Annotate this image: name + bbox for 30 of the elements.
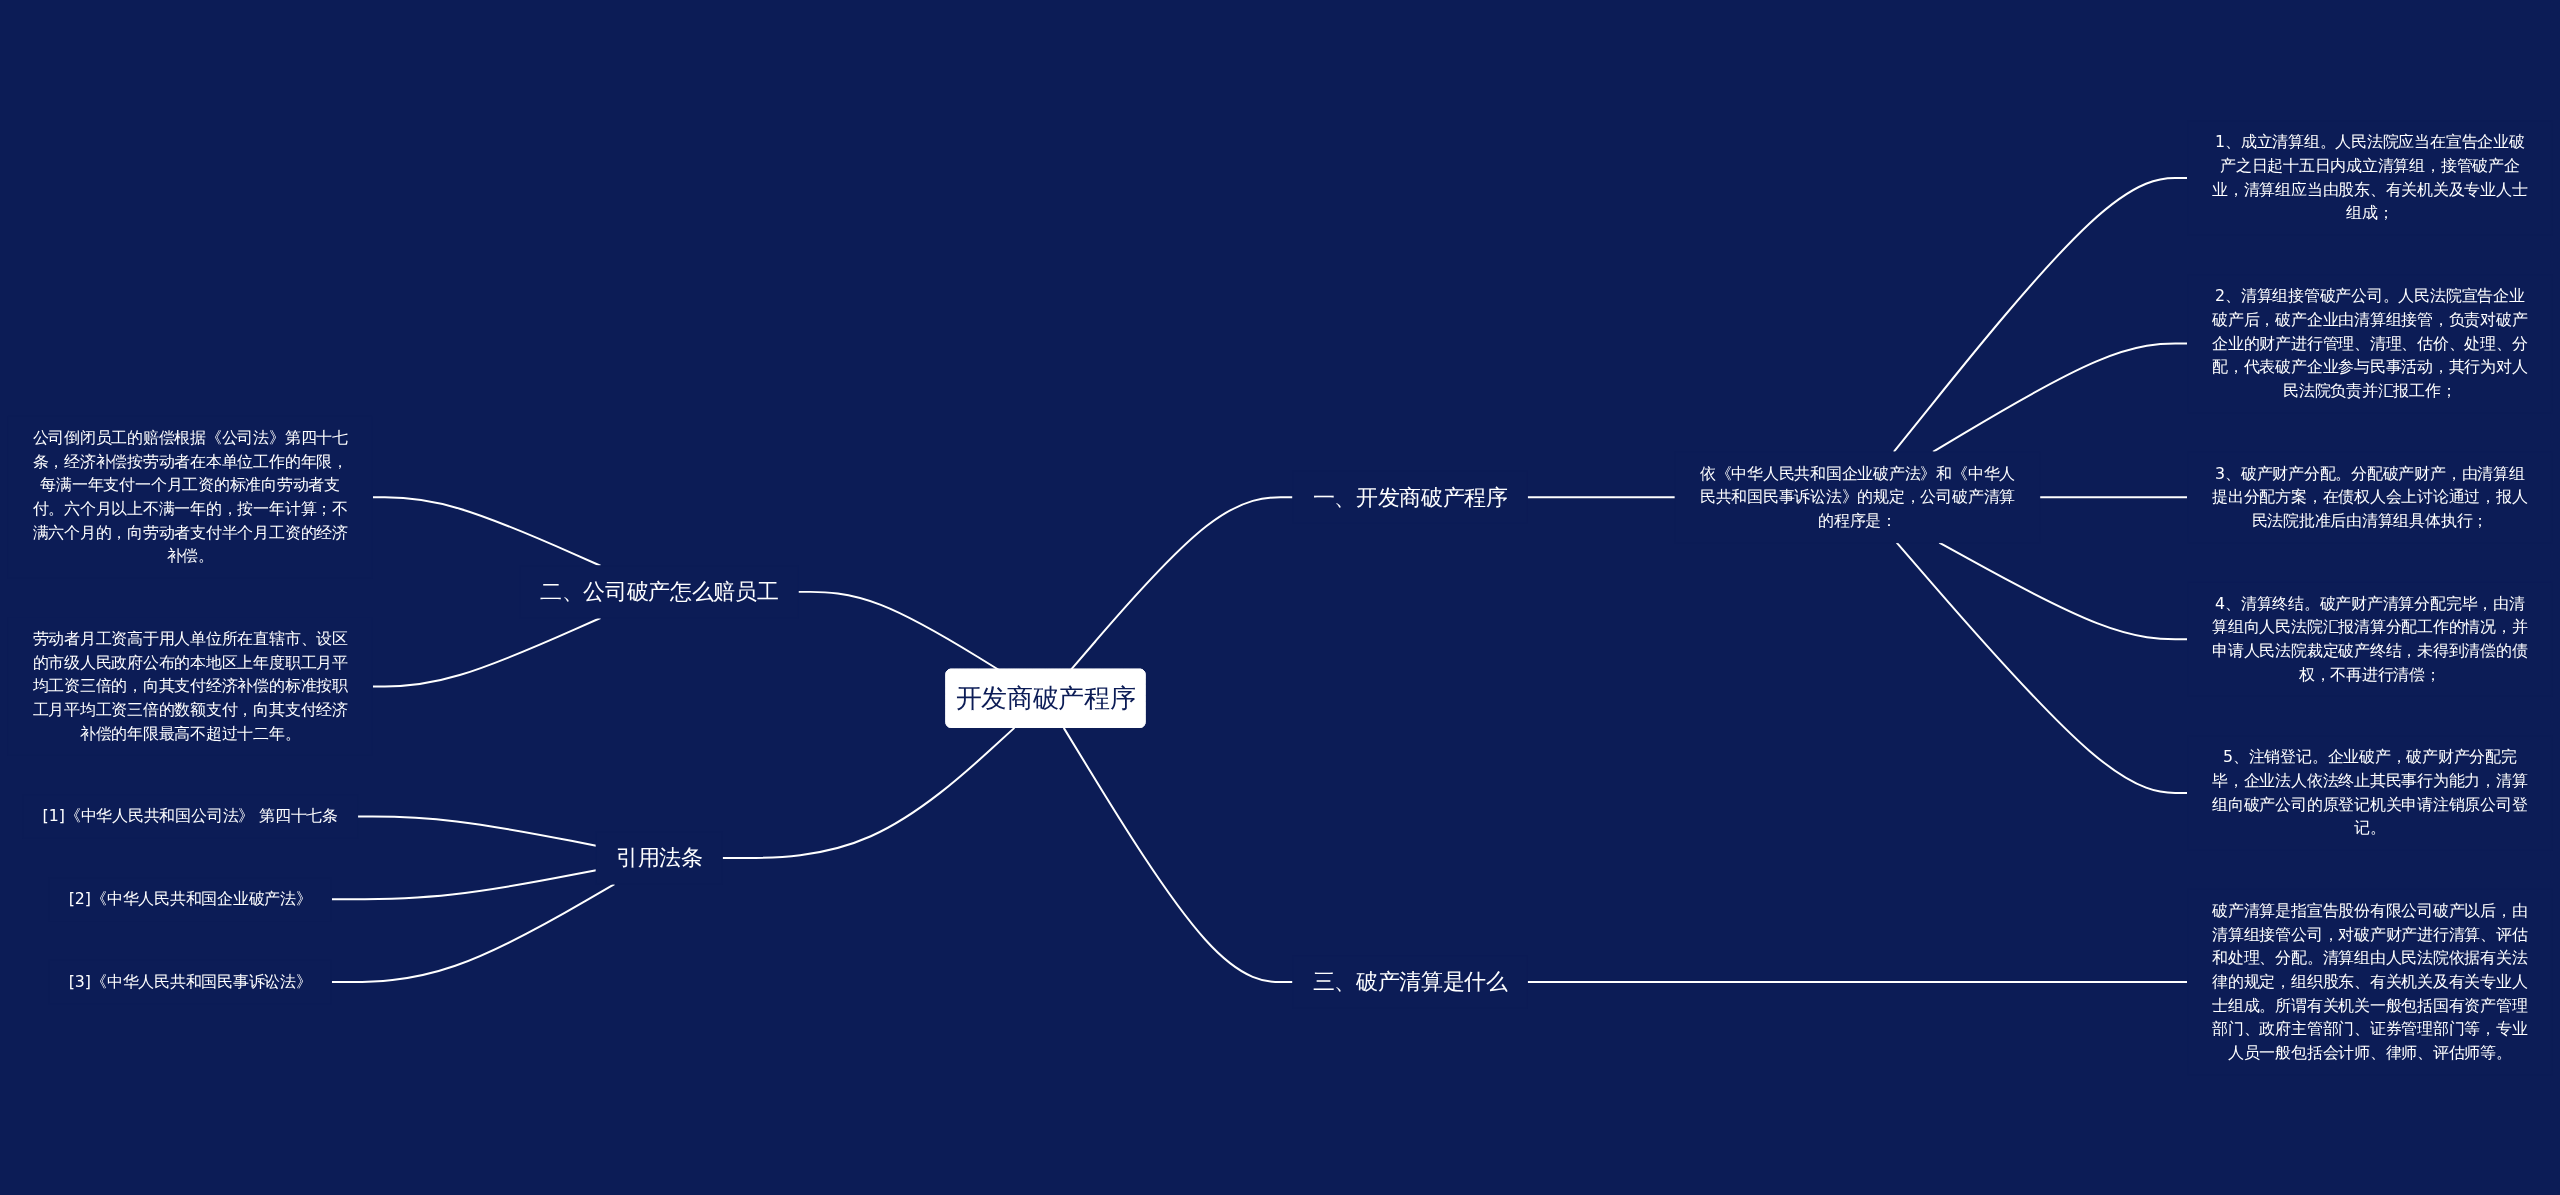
connector	[330, 882, 616, 983]
node-text: 破产清算是指宣告股份有限公司破产以后，由清算组接管公司，对破产财产进行清算、评估和处理、分配。清算组由人民法院依据有关法律的规定，组织股东、有关机关及有关专业人士组成。所谓有关机关一般包括国有资产管理部门、政府主管部门、证券管理部门等，专业人员一般包括会计师、律师、评估师等。	[2212, 900, 2528, 1062]
node-text: 引用法条	[615, 845, 703, 870]
node-text: 依《中华人民共和国企业破产法》和《中华人民共和国民事诉讼法》的规定，公司破产清算的程序是：	[1699, 463, 2016, 530]
node-text: 劳动者月工资高于用人单位所在直辖市、设区的市级人民政府公布的本地区上年度职工月平均工资三倍的，向其支付经济补偿的标准按职工月平均工资三倍的数额支付，向其支付经济补偿的年限最高不超过十二年。	[32, 629, 348, 743]
connector	[1938, 541, 2189, 640]
node-text: 三、破产清算是什么	[1312, 969, 1508, 995]
connector	[356, 815, 598, 847]
node-text: [1]《中华人民共和国公司法》 第四十七条	[42, 806, 338, 826]
node-text: 5、注销登记。企业破产，破产财产分配完毕，企业法人依法终止其民事行为能力，清算组向破产公司的原登记机关申请注销原公司登记。	[2212, 747, 2528, 837]
node-text: 3、破产财产分配。分配破产财产，由清算组提出分配方案，在债权人会上讨论通过，报人民法院批准后由清算组具体执行；	[2212, 463, 2528, 530]
node-text: 1、成立清算组。人民法院应当在宣告企业破产之日起十五日内成立清算组，接管破产企业，清算组应当由股东、有关机关及专业人士组成；	[2212, 132, 2528, 223]
connector	[1932, 342, 2189, 453]
connector	[2038, 496, 2189, 498]
node-text: 4、清算终结。破产财产清算分配完毕，由清算组向人民法院汇报清算分配工作的情况，并申请人民法院裁定破产终结，未得到清偿的债权，不再进行清偿；	[2212, 593, 2528, 684]
node-text: [2]《中华人民共和国企业破产法》	[68, 889, 312, 908]
connector	[330, 868, 598, 900]
node-text: 一、开发商破产程序	[1312, 484, 1508, 510]
node-text: 2、清算组接管破产公司。人民法院宣告企业破产后，破产企业由清算组接管，负责对破产企业的财产进行管理、清理、估价、处理、分配，代表破产企业参与民事活动，其行为对人民法院负责并汇报工作；	[2212, 286, 2528, 400]
node-text: 公司倒闭员工的赔偿根据《公司法》第四十七条，经济补偿按劳动者在本单位工作的年限，每满一年支付一个月工资的标准向劳动者支付。六个月以上不满一年的，按一年计算；不满六个月的，向劳动者支付半个月工资的经济补偿。	[32, 428, 348, 565]
connector	[1895, 541, 2189, 794]
connector	[721, 726, 1016, 859]
connector	[371, 496, 602, 567]
connector	[1062, 726, 1294, 983]
connector	[1526, 980, 2189, 983]
connector	[1892, 176, 2189, 453]
connector	[1526, 496, 1677, 498]
node-text: [3]《中华人民共和国民事诉讼法》	[68, 971, 312, 991]
node-text: 二、公司破产怎么赔员工	[539, 579, 779, 604]
connector	[371, 616, 602, 688]
